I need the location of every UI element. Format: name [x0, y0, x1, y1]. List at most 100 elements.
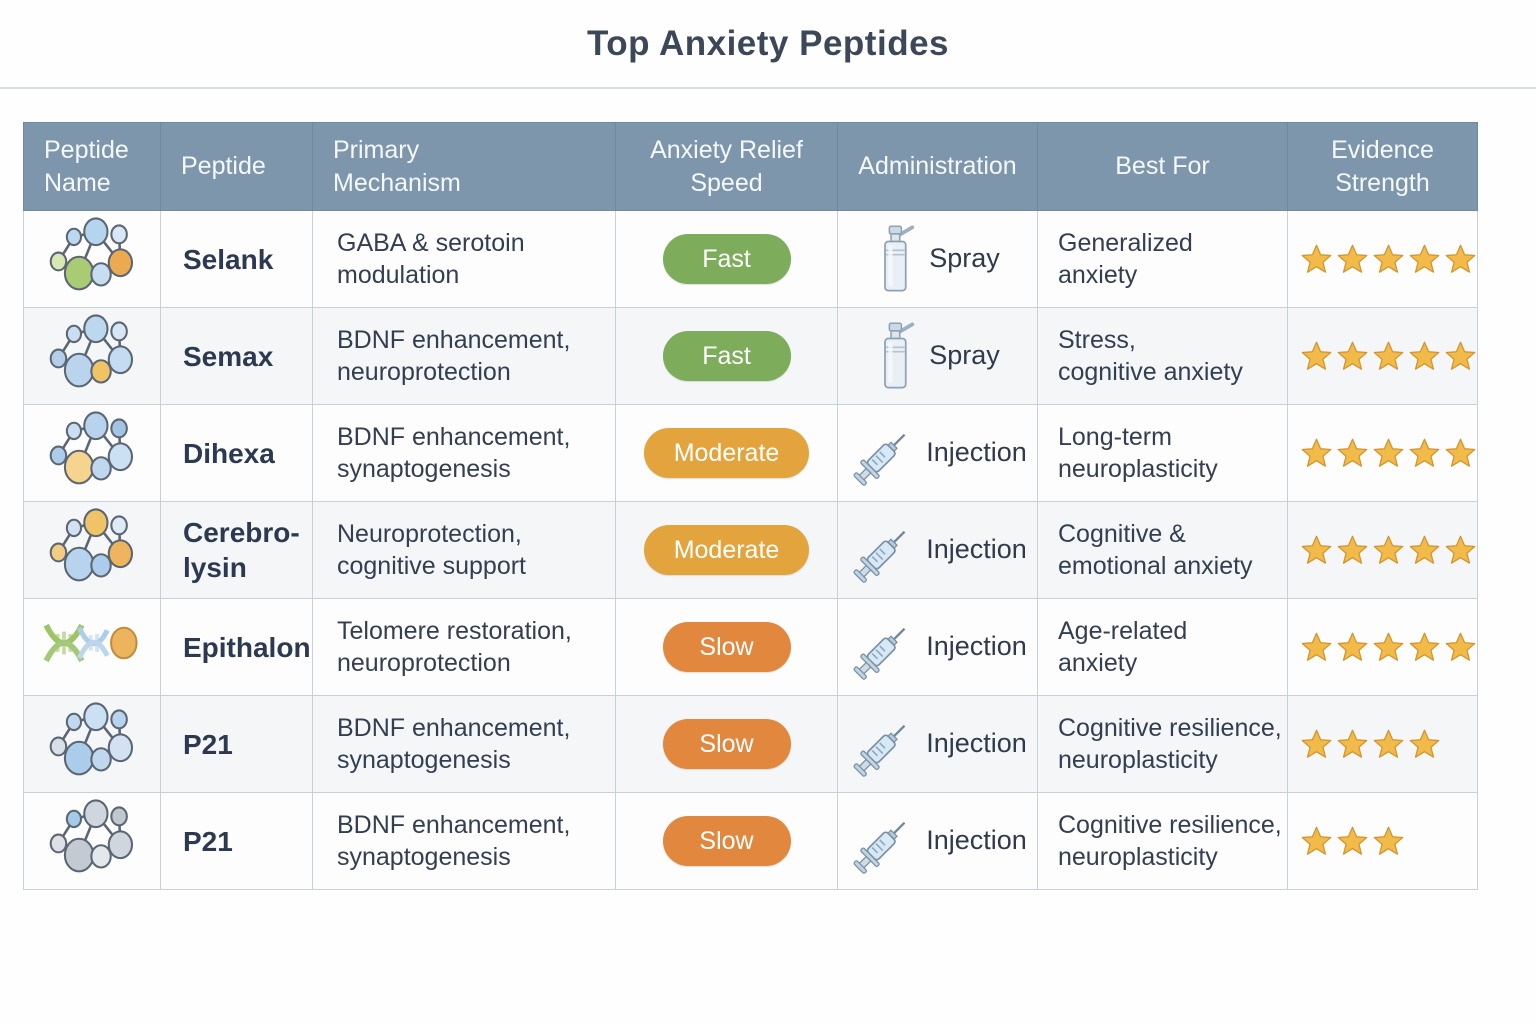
speed-badge: Fast — [662, 233, 791, 285]
star-rating — [1288, 728, 1477, 761]
star-icon — [1301, 632, 1332, 661]
relief-speed-cell: Moderate — [615, 501, 838, 599]
peptide-structure-cell — [23, 598, 161, 696]
column-header-peptide: Peptide — [160, 122, 313, 211]
star-icon — [1301, 826, 1332, 855]
star-icon — [1409, 438, 1440, 467]
star-icon — [1445, 438, 1476, 467]
speed-badge: Slow — [662, 815, 791, 867]
administration-group: Spray — [838, 320, 1037, 392]
administration-cell: Injection — [837, 792, 1038, 890]
peptide-name-cell: Selank — [160, 210, 313, 308]
administration-label: Spray — [929, 243, 1000, 274]
molecule-icon — [49, 411, 134, 485]
peptide-structure-cell — [23, 404, 161, 502]
administration-label: Injection — [926, 437, 1027, 468]
relief-speed-cell: Slow — [615, 695, 838, 793]
best-for-cell: Stress, cognitive anxiety — [1037, 307, 1288, 405]
star-icon — [1445, 632, 1476, 661]
spray-icon — [884, 322, 915, 389]
star-icon — [1337, 244, 1368, 273]
peptide-name-cell: Dihexa — [160, 404, 313, 502]
syringe-icon — [853, 627, 906, 680]
administration-group: Injection — [838, 710, 1037, 778]
peptide-structure-cell — [23, 307, 161, 405]
star-icon — [1409, 535, 1440, 564]
evidence-strength-cell — [1287, 210, 1478, 308]
best-for-cell: Generalized anxiety — [1037, 210, 1288, 308]
star-icon — [1409, 729, 1440, 758]
speed-badge: Slow — [662, 718, 791, 770]
spray-icon — [884, 225, 915, 292]
peptide-name-cell: Epithalon — [160, 598, 313, 696]
star-rating — [1288, 437, 1477, 470]
title-bar: Top Anxiety Peptides — [0, 0, 1536, 89]
evidence-strength-cell — [1287, 404, 1478, 502]
evidence-strength-cell — [1287, 501, 1478, 599]
star-rating — [1288, 825, 1477, 858]
administration-cell: Spray — [837, 210, 1038, 308]
administration-group: Injection — [838, 419, 1037, 487]
star-icon — [1337, 632, 1368, 661]
administration-label: Injection — [926, 825, 1027, 856]
relief-speed-cell: Moderate — [615, 404, 838, 502]
syringe-icon — [853, 724, 906, 777]
column-header-mechanism: Primary Mechanism — [312, 122, 616, 211]
star-icon — [1337, 535, 1368, 564]
star-icon — [1445, 535, 1476, 564]
star-icon — [1409, 632, 1440, 661]
evidence-strength-cell — [1287, 598, 1478, 696]
star-rating — [1288, 340, 1477, 373]
evidence-strength-cell — [1287, 307, 1478, 405]
star-icon — [1337, 729, 1368, 758]
speed-badge: Moderate — [643, 427, 810, 479]
best-for-cell: Cognitive resilience, neuroplasticity — [1037, 695, 1288, 793]
speed-badge: Slow — [662, 621, 791, 673]
peptide-structure-cell — [23, 695, 161, 793]
relief-speed-cell: Fast — [615, 307, 838, 405]
column-header-structure: Peptide Name — [23, 122, 161, 211]
column-header-evidence: Evidence Strength — [1287, 122, 1478, 211]
star-rating — [1288, 534, 1477, 567]
relief-speed-cell: Slow — [615, 792, 838, 890]
star-icon — [1373, 826, 1404, 855]
relief-speed-cell: Slow — [615, 598, 838, 696]
star-icon — [1301, 438, 1332, 467]
molecule-icon — [49, 217, 134, 291]
molecule-icon — [49, 799, 134, 873]
column-header-speed: Anxiety Relief Speed — [615, 122, 838, 211]
syringe-icon — [853, 433, 906, 486]
star-icon — [1373, 535, 1404, 564]
column-header-best_for: Best For — [1037, 122, 1288, 211]
star-icon — [1409, 341, 1440, 370]
best-for-cell: Long-term neuroplasticity — [1037, 404, 1288, 502]
best-for-cell: Age-related anxiety — [1037, 598, 1288, 696]
administration-label: Injection — [926, 631, 1027, 662]
star-icon — [1373, 341, 1404, 370]
primary-mechanism-cell: BDNF enhancement, synaptogenesis — [312, 404, 616, 502]
administration-cell: Injection — [837, 598, 1038, 696]
molecule-icon — [49, 314, 134, 388]
star-icon — [1301, 729, 1332, 758]
star-icon — [1373, 438, 1404, 467]
star-icon — [1373, 729, 1404, 758]
administration-cell: Injection — [837, 695, 1038, 793]
star-icon — [1301, 341, 1332, 370]
administration-group: Injection — [838, 516, 1037, 584]
peptide-structure-cell — [23, 792, 161, 890]
primary-mechanism-cell: BDNF enhancement, neuroprotection — [312, 307, 616, 405]
star-icon — [1409, 244, 1440, 273]
star-rating — [1288, 631, 1477, 664]
dna-icon — [43, 623, 138, 662]
peptide-name-cell: Cerebro- lysin — [160, 501, 313, 599]
star-icon — [1445, 244, 1476, 273]
best-for-cell: Cognitive & emotional anxiety — [1037, 501, 1288, 599]
administration-label: Injection — [926, 728, 1027, 759]
relief-speed-cell: Fast — [615, 210, 838, 308]
